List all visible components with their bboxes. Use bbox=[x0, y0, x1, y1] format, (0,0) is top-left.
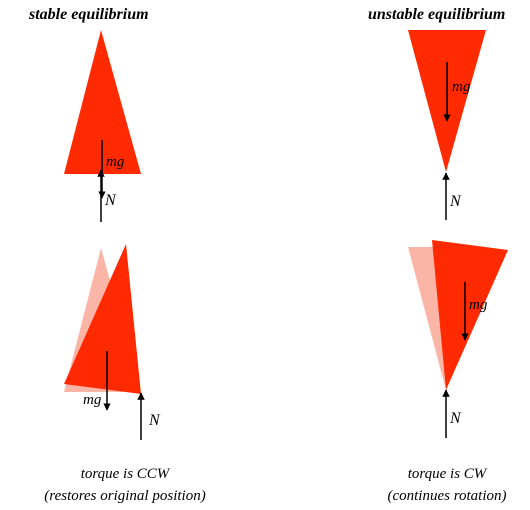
unstable-caption-line2: (continues rotation) bbox=[387, 488, 506, 504]
stable-caption-line1: torque is CCW bbox=[81, 466, 171, 482]
unstable-title: unstable equilibrium bbox=[368, 6, 505, 23]
stable-caption-line2: (restores original position) bbox=[44, 488, 205, 504]
stable-title: stable equilibrium bbox=[28, 6, 149, 23]
stable-tilted-weight-label: mg bbox=[83, 392, 102, 408]
unstable-normal-label: N bbox=[449, 193, 462, 210]
unstable-tilted-triangle bbox=[432, 240, 508, 390]
stable-tilted-triangle bbox=[64, 244, 141, 394]
stable-upright-triangle bbox=[64, 30, 141, 174]
unstable-weight-label: mg bbox=[452, 79, 471, 95]
unstable-tilted-weight-label: mg bbox=[469, 297, 488, 313]
stable-weight-label: mg bbox=[106, 154, 125, 170]
unstable-caption-line1: torque is CW bbox=[408, 466, 488, 482]
stable-normal-label: N bbox=[104, 192, 117, 209]
stable-tilted-normal-label: N bbox=[148, 412, 161, 429]
unstable-tilted-normal-label: N bbox=[449, 410, 462, 427]
